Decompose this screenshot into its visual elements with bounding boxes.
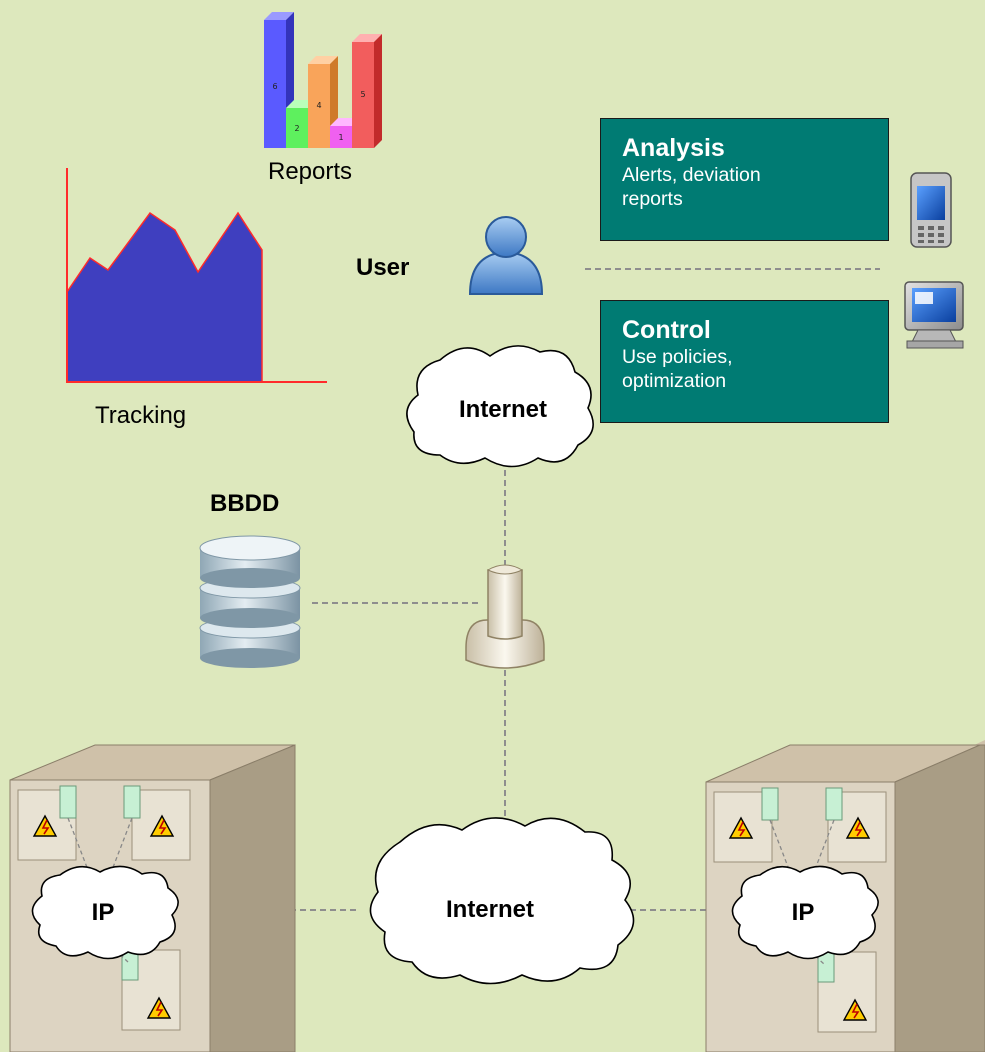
analysis-description: Alerts, deviation reports — [622, 164, 761, 210]
high-voltage-warning-icon — [845, 816, 871, 839]
ip-cloud-right: IP — [731, 865, 879, 960]
high-voltage-warning-icon — [728, 816, 754, 839]
high-voltage-warning-icon — [149, 814, 175, 837]
cloud-label: IP — [92, 899, 115, 926]
reports-bar-chart-icon: 6 2 4 1 5 — [264, 12, 382, 148]
tracking-label: Tracking — [95, 402, 187, 429]
reports-label: Reports — [268, 158, 353, 185]
high-voltage-warning-icon — [146, 996, 172, 1019]
control-description: Use policies, optimization — [622, 346, 733, 392]
control-box: Control Use policies, optimization — [600, 300, 889, 423]
cloud-label: IP — [792, 899, 815, 926]
reports-bar-label: 4 — [316, 101, 321, 110]
mobile-phone-icon — [910, 172, 952, 248]
analysis-box: Analysis Alerts, deviation reports — [600, 118, 889, 241]
reports-bar-label: 1 — [338, 133, 343, 142]
tracking-area-chart-icon — [66, 168, 327, 383]
ip-cloud-left: IP — [31, 865, 179, 960]
reports-bar-label: 2 — [294, 124, 299, 133]
gateway-connector-icon — [465, 564, 545, 669]
user-label: User — [356, 254, 410, 281]
reports-bar-label: 6 — [272, 82, 277, 91]
high-voltage-warning-icon — [842, 998, 868, 1021]
computer-monitor-icon — [904, 281, 964, 349]
internet-cloud-top: Internet — [406, 345, 594, 468]
analysis-title: Analysis — [622, 134, 725, 162]
cloud-label: Internet — [459, 396, 547, 423]
database-icon — [199, 535, 301, 668]
user-icon — [468, 216, 544, 295]
internet-cloud-bottom: Internet — [369, 817, 635, 985]
high-voltage-warning-icon — [32, 814, 58, 837]
reports-bar-label: 5 — [360, 90, 365, 99]
cloud-label: Internet — [446, 896, 534, 923]
control-title: Control — [622, 316, 711, 344]
bbdd-label: BBDD — [210, 490, 280, 517]
